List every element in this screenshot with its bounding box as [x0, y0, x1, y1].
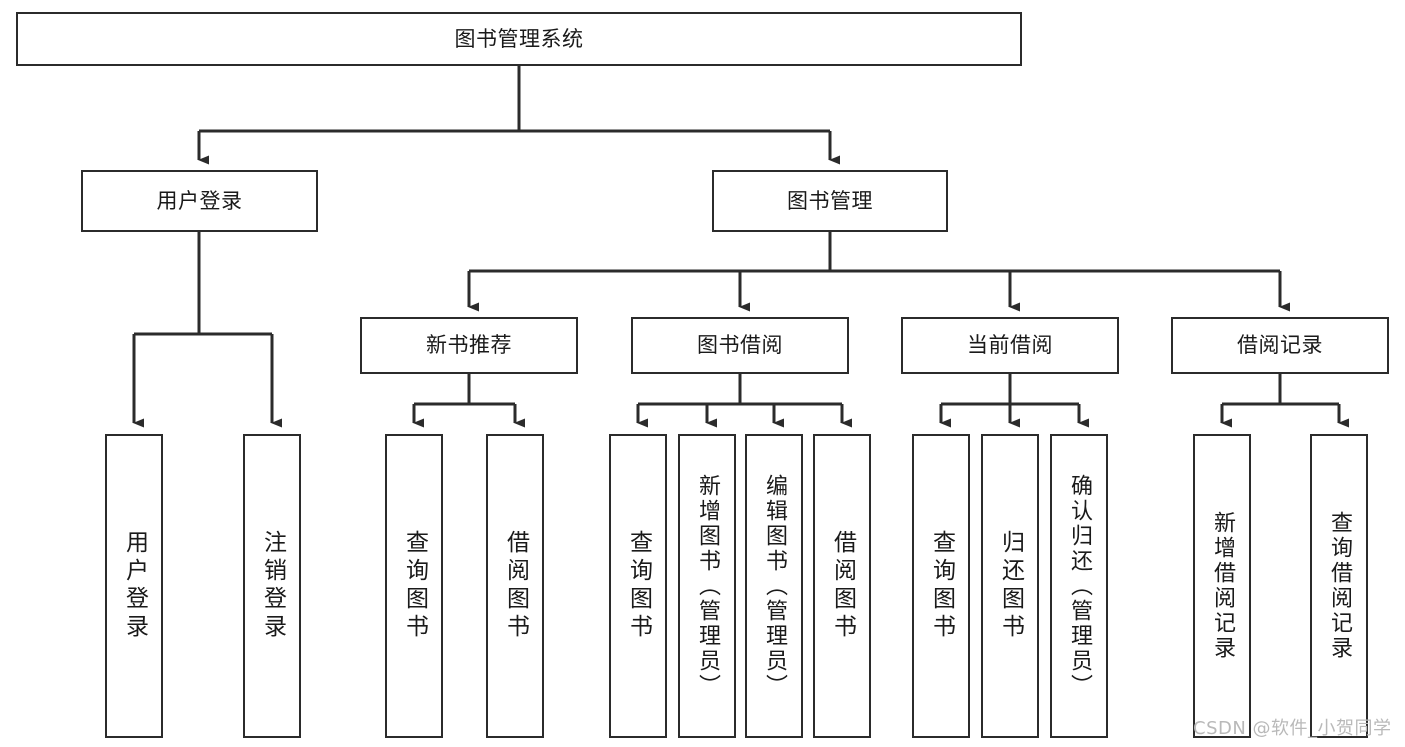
node-leaf-add-book-label: 新增图书（管理员） — [695, 473, 720, 699]
node-leaf-edit-book-label: 编辑图书（管理员） — [762, 473, 787, 699]
node-leaf-user-login[interactable]: 用户登录 — [105, 434, 163, 738]
node-leaf-confirm-return[interactable]: 确认归还（管理员） — [1050, 434, 1108, 738]
node-root-system[interactable]: 图书管理系统 — [16, 12, 1022, 66]
node-leaf-query-book-2-label: 查询图书 — [625, 530, 652, 642]
node-leaf-borrow-book-1[interactable]: 借阅图书 — [486, 434, 544, 738]
node-book-management-label: 图书管理 — [787, 188, 873, 213]
node-leaf-query-record-label: 查询借阅记录 — [1327, 511, 1352, 661]
node-leaf-return-book[interactable]: 归还图书 — [981, 434, 1039, 738]
node-leaf-user-logout[interactable]: 注销登录 — [243, 434, 301, 738]
node-root-system-label: 图书管理系统 — [454, 26, 584, 51]
node-leaf-user-login-label: 用户登录 — [121, 530, 148, 642]
node-current-borrow-label: 当前借阅 — [967, 333, 1053, 358]
node-leaf-return-book-label: 归还图书 — [997, 530, 1024, 642]
node-leaf-query-book-3[interactable]: 查询图书 — [912, 434, 970, 738]
node-book-borrow[interactable]: 图书借阅 — [631, 317, 849, 374]
node-leaf-add-record[interactable]: 新增借阅记录 — [1193, 434, 1251, 738]
node-book-management[interactable]: 图书管理 — [712, 170, 948, 232]
node-borrow-record-label: 借阅记录 — [1237, 333, 1323, 358]
node-leaf-edit-book[interactable]: 编辑图书（管理员） — [745, 434, 803, 738]
node-leaf-user-logout-label: 注销登录 — [259, 530, 286, 642]
node-user-login[interactable]: 用户登录 — [81, 170, 318, 232]
node-book-borrow-label: 图书借阅 — [697, 333, 783, 358]
node-new-book-recommend[interactable]: 新书推荐 — [360, 317, 578, 374]
node-leaf-query-book-1[interactable]: 查询图书 — [385, 434, 443, 738]
node-leaf-confirm-return-label: 确认归还（管理员） — [1067, 473, 1092, 699]
node-leaf-add-record-label: 新增借阅记录 — [1210, 511, 1235, 661]
node-leaf-borrow-book-1-label: 借阅图书 — [502, 530, 529, 642]
node-leaf-query-book-1-label: 查询图书 — [401, 530, 428, 642]
node-borrow-record[interactable]: 借阅记录 — [1171, 317, 1389, 374]
watermark-credit: CSDN @软件_小贺同学 — [1193, 718, 1392, 739]
node-leaf-query-record[interactable]: 查询借阅记录 — [1310, 434, 1368, 738]
node-current-borrow[interactable]: 当前借阅 — [901, 317, 1119, 374]
node-leaf-query-book-3-label: 查询图书 — [928, 530, 955, 642]
node-leaf-borrow-book-2-label: 借阅图书 — [829, 530, 856, 642]
node-user-login-label: 用户登录 — [156, 188, 243, 213]
node-leaf-borrow-book-2[interactable]: 借阅图书 — [813, 434, 871, 738]
node-new-book-recommend-label: 新书推荐 — [426, 333, 512, 358]
node-leaf-add-book[interactable]: 新增图书（管理员） — [678, 434, 736, 738]
node-leaf-query-book-2[interactable]: 查询图书 — [609, 434, 667, 738]
